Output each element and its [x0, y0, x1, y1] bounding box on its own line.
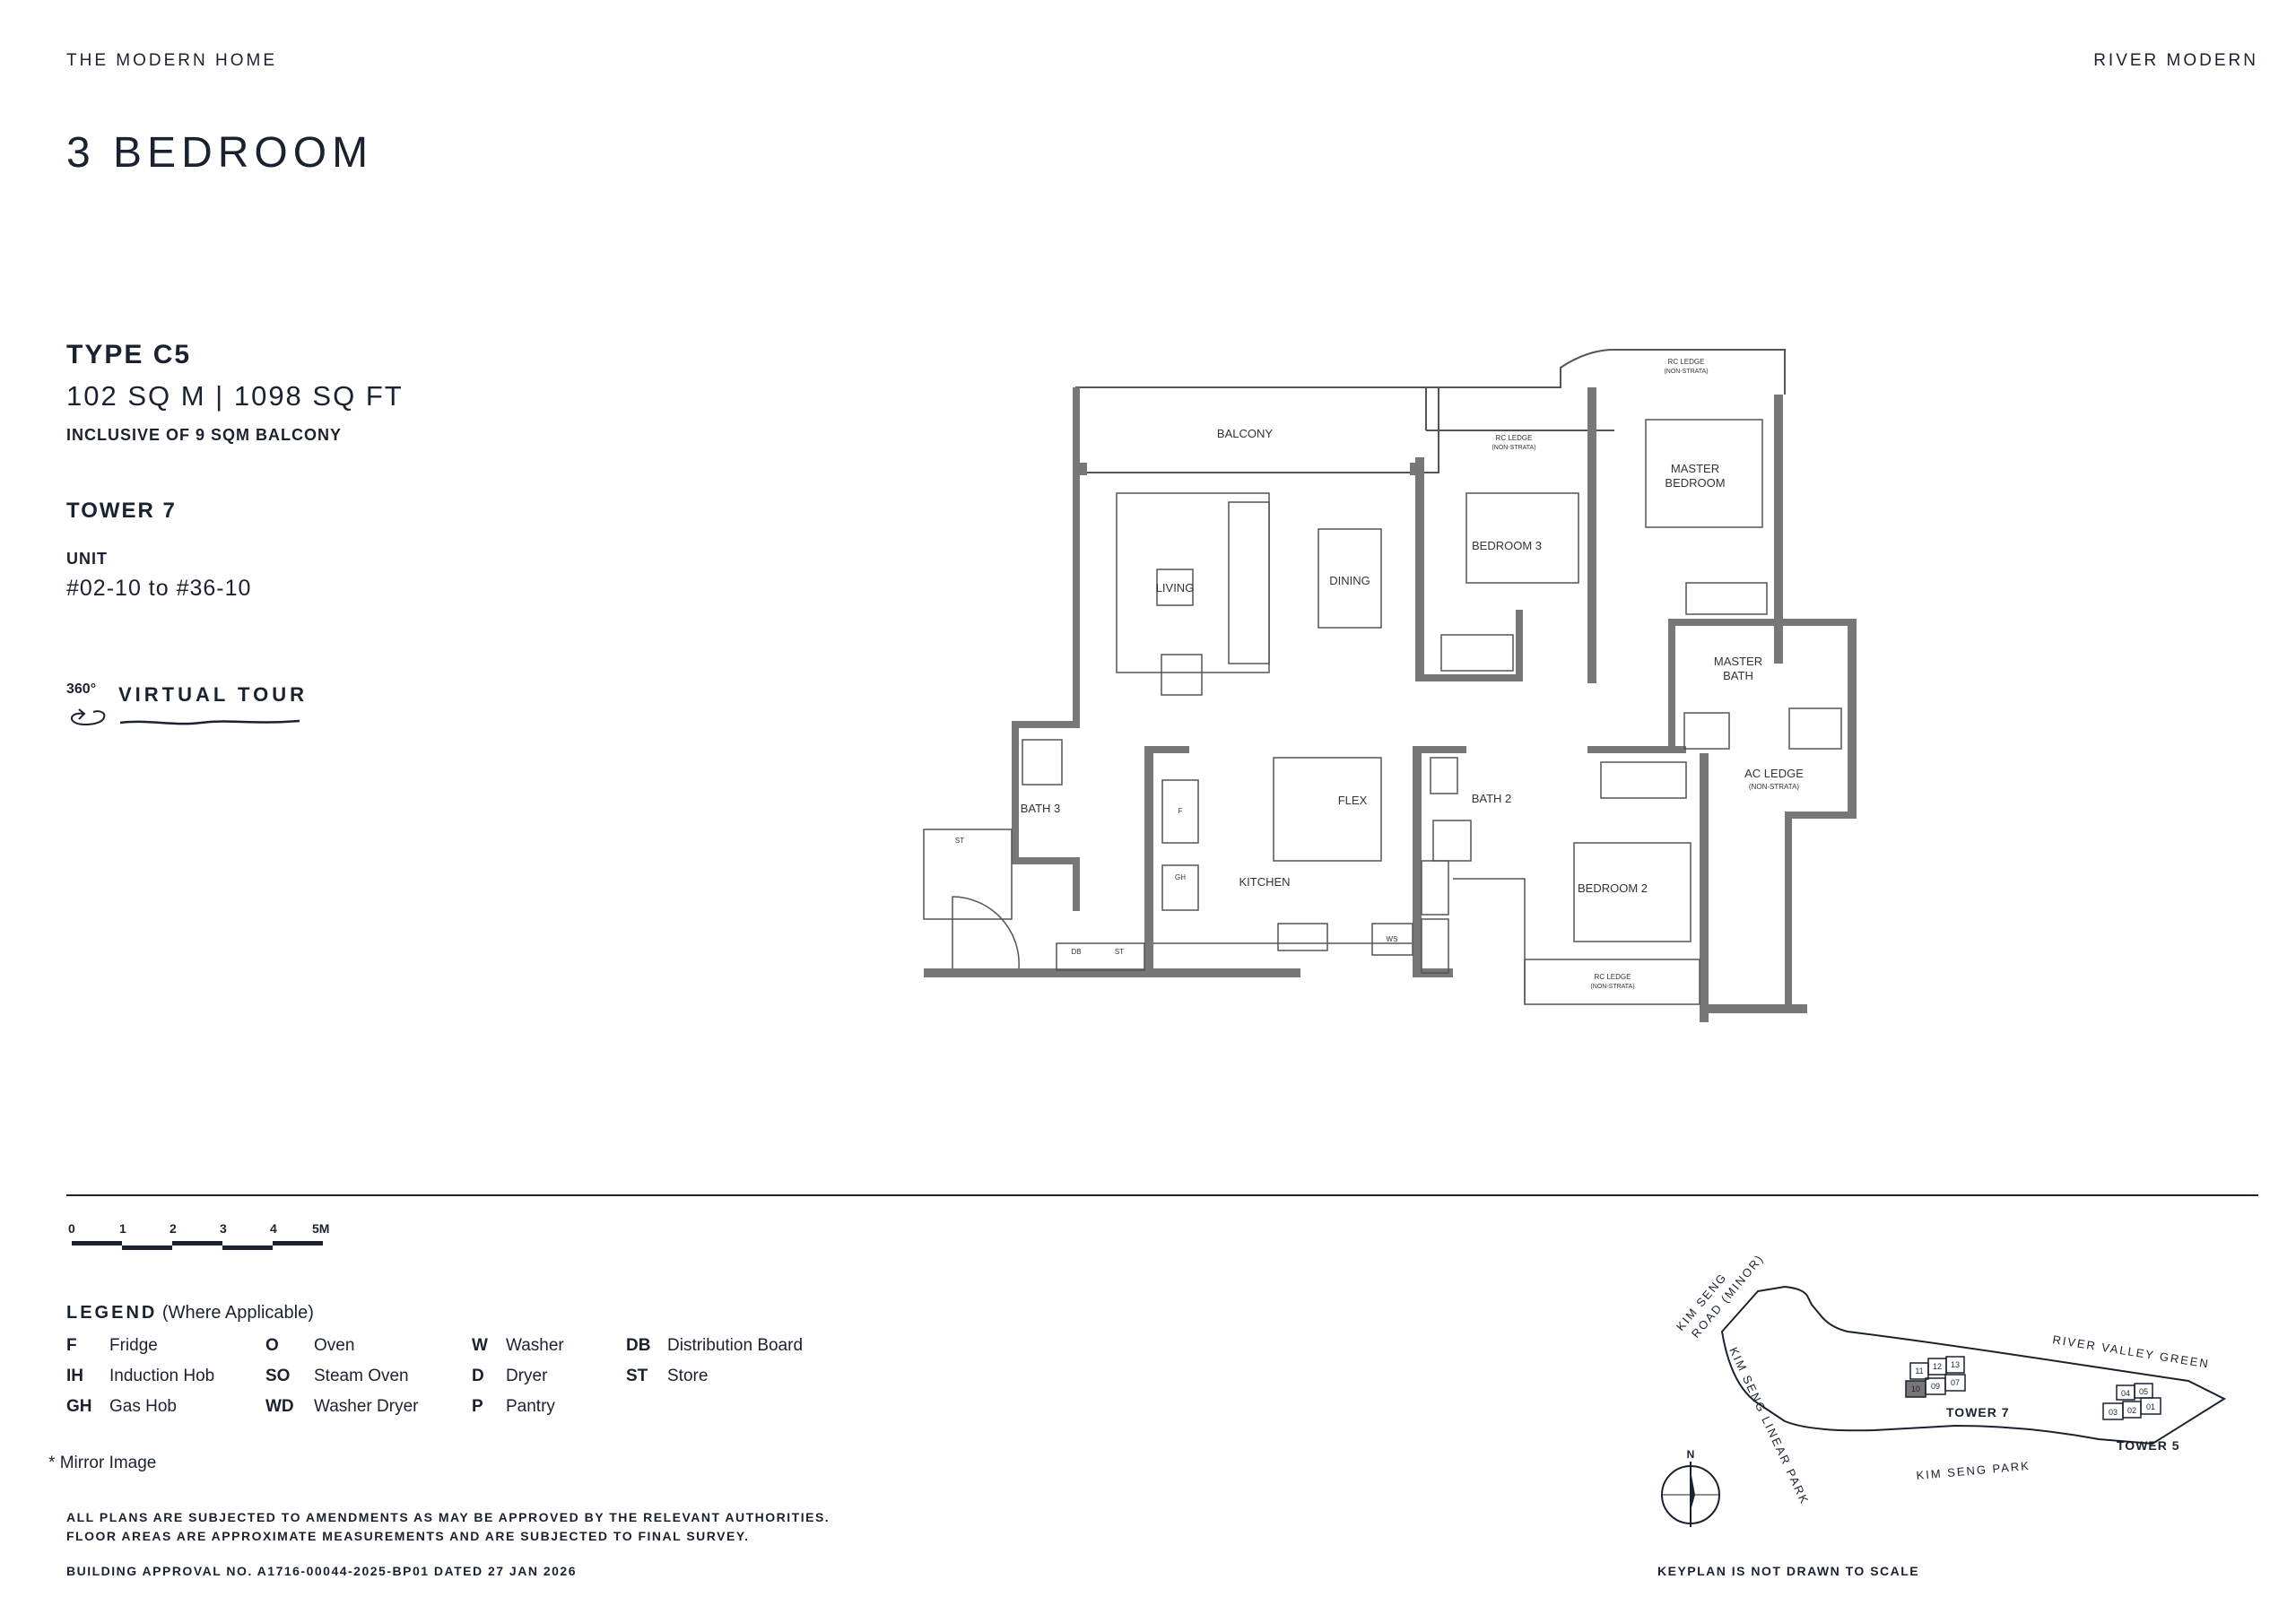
legend-subtitle: (Where Applicable): [161, 1303, 314, 1323]
scale-label-3: 3: [220, 1221, 227, 1236]
brand-right: RIVER MODERN: [2093, 51, 2258, 70]
brand-left: THE MODERN HOME: [66, 51, 277, 70]
t7-unit-13: 13: [1951, 1360, 1960, 1369]
tower5-label: TOWER 5: [2117, 1438, 2180, 1453]
unit-area: 102 SQ M | 1098 SQ FT: [66, 380, 404, 412]
label-rc-ledge-top: RC LEDGE: [1668, 358, 1705, 366]
t5-unit-01: 01: [2146, 1402, 2155, 1411]
label-bath2: BATH 2: [1472, 792, 1512, 805]
north-arrow-icon: N: [1661, 1448, 1720, 1527]
t5-unit-03: 03: [2109, 1408, 2118, 1417]
label-bedroom2: BEDROOM 2: [1578, 881, 1648, 895]
label-master-bath-1: MASTER: [1714, 655, 1762, 668]
t7-unit-12: 12: [1933, 1362, 1942, 1371]
label-bedroom3: BEDROOM 3: [1472, 539, 1542, 552]
disclaimer: ALL PLANS ARE SUBJECTED TO AMENDMENTS AS…: [66, 1508, 830, 1546]
mirror-star: *: [48, 1454, 56, 1472]
virtual-tour-360: 360°: [66, 681, 97, 697]
mirror-label: Mirror Image: [59, 1454, 157, 1472]
section-divider: [66, 1194, 2258, 1196]
unit-type: TYPE C5: [66, 340, 192, 369]
t5-unit-05: 05: [2139, 1387, 2148, 1396]
label-balcony: BALCONY: [1217, 427, 1273, 440]
label-flex: FLEX: [1338, 794, 1368, 807]
t7-unit-07: 07: [1951, 1378, 1960, 1387]
t7-unit-10: 10: [1911, 1384, 1920, 1393]
label-gh: GH: [1175, 873, 1186, 881]
label-master-bath-2: BATH: [1723, 669, 1753, 682]
label-rc-ledge-mid-sub: (NON-STRATA): [1492, 445, 1535, 451]
river-valley-label: RIVER VALLEY GREEN: [2052, 1332, 2211, 1371]
label-ac-ledge-sub: (NON-STRATA): [1749, 783, 1799, 791]
tower-label: TOWER 7: [66, 499, 177, 523]
scale-bar: 0 1 2 3 4 5M: [68, 1221, 337, 1266]
keyplan-site-outline: [1720, 1285, 2227, 1445]
building-approval: BUILDING APPROVAL NO. A1716-00044-2025-B…: [66, 1564, 577, 1578]
label-rc-ledge-mid: RC LEDGE: [1496, 434, 1533, 442]
label-bath3: BATH 3: [1021, 802, 1061, 815]
scale-label-1: 1: [119, 1221, 126, 1236]
label-dining: DINING: [1329, 574, 1370, 587]
mirror-note: * Mirror Image: [48, 1454, 156, 1473]
label-rc-ledge-bottom-sub: (NON-STRATA): [1590, 984, 1634, 990]
rotate-360-icon: [70, 708, 300, 725]
label-rc-ledge-bottom: RC LEDGE: [1595, 973, 1631, 981]
label-st-1: ST: [955, 837, 964, 845]
label-ac-ledge: AC LEDGE: [1744, 767, 1804, 780]
scale-label-4: 4: [270, 1221, 277, 1236]
t7-unit-11: 11: [1915, 1367, 1923, 1376]
t5-unit-04: 04: [2121, 1389, 2130, 1398]
floor-plan: BALCONY LIVING DINING BEDROOM 3 MASTER B…: [923, 349, 1857, 1022]
scale-bar-graphic: [72, 1241, 323, 1250]
page-title: 3 BEDROOM: [66, 129, 374, 177]
virtual-tour-link[interactable]: 360° VIRTUAL TOUR: [66, 681, 317, 735]
label-master-bedroom-1: MASTER: [1671, 462, 1719, 475]
scale-label-0: 0: [68, 1221, 75, 1236]
kim-seng-park-label: KIM SENG PARK: [1916, 1459, 2031, 1482]
legend-title: LEGEND: [66, 1303, 158, 1323]
scale-label-2: 2: [170, 1221, 177, 1236]
balcony-note: INCLUSIVE OF 9 SQM BALCONY: [66, 426, 343, 444]
keyplan-note: KEYPLAN IS NOT DRAWN TO SCALE: [1657, 1564, 1920, 1578]
label-rc-ledge-top-sub: (NON-STRATA): [1664, 369, 1708, 375]
label-living: LIVING: [1156, 581, 1195, 595]
label-f: F: [1178, 807, 1183, 815]
scale-label-5: 5M: [312, 1221, 330, 1236]
label-ws: WS: [1387, 935, 1398, 943]
label-st-2: ST: [1115, 948, 1124, 956]
disclaimer-line-2: FLOOR AREAS ARE APPROXIMATE MEASUREMENTS…: [66, 1529, 750, 1543]
label-db: DB: [1071, 948, 1081, 956]
unit-label: UNIT: [66, 550, 108, 568]
keyplan: 11 12 13 10 09 07 04 05 03 02 01 KIM SEN…: [1661, 1252, 2227, 1527]
tower7-label: TOWER 7: [1946, 1405, 2010, 1419]
north-label: N: [1687, 1448, 1695, 1461]
legend-heading: LEGEND (Where Applicable): [66, 1303, 314, 1324]
label-kitchen: KITCHEN: [1239, 875, 1290, 889]
disclaimer-line-1: ALL PLANS ARE SUBJECTED TO AMENDMENTS AS…: [66, 1510, 831, 1524]
t7-unit-09: 09: [1931, 1382, 1940, 1391]
virtual-tour-label: VIRTUAL TOUR: [118, 683, 308, 706]
label-master-bedroom-2: BEDROOM: [1665, 476, 1725, 490]
t5-unit-02: 02: [2127, 1406, 2136, 1415]
unit-range: #02-10 to #36-10: [66, 576, 252, 601]
